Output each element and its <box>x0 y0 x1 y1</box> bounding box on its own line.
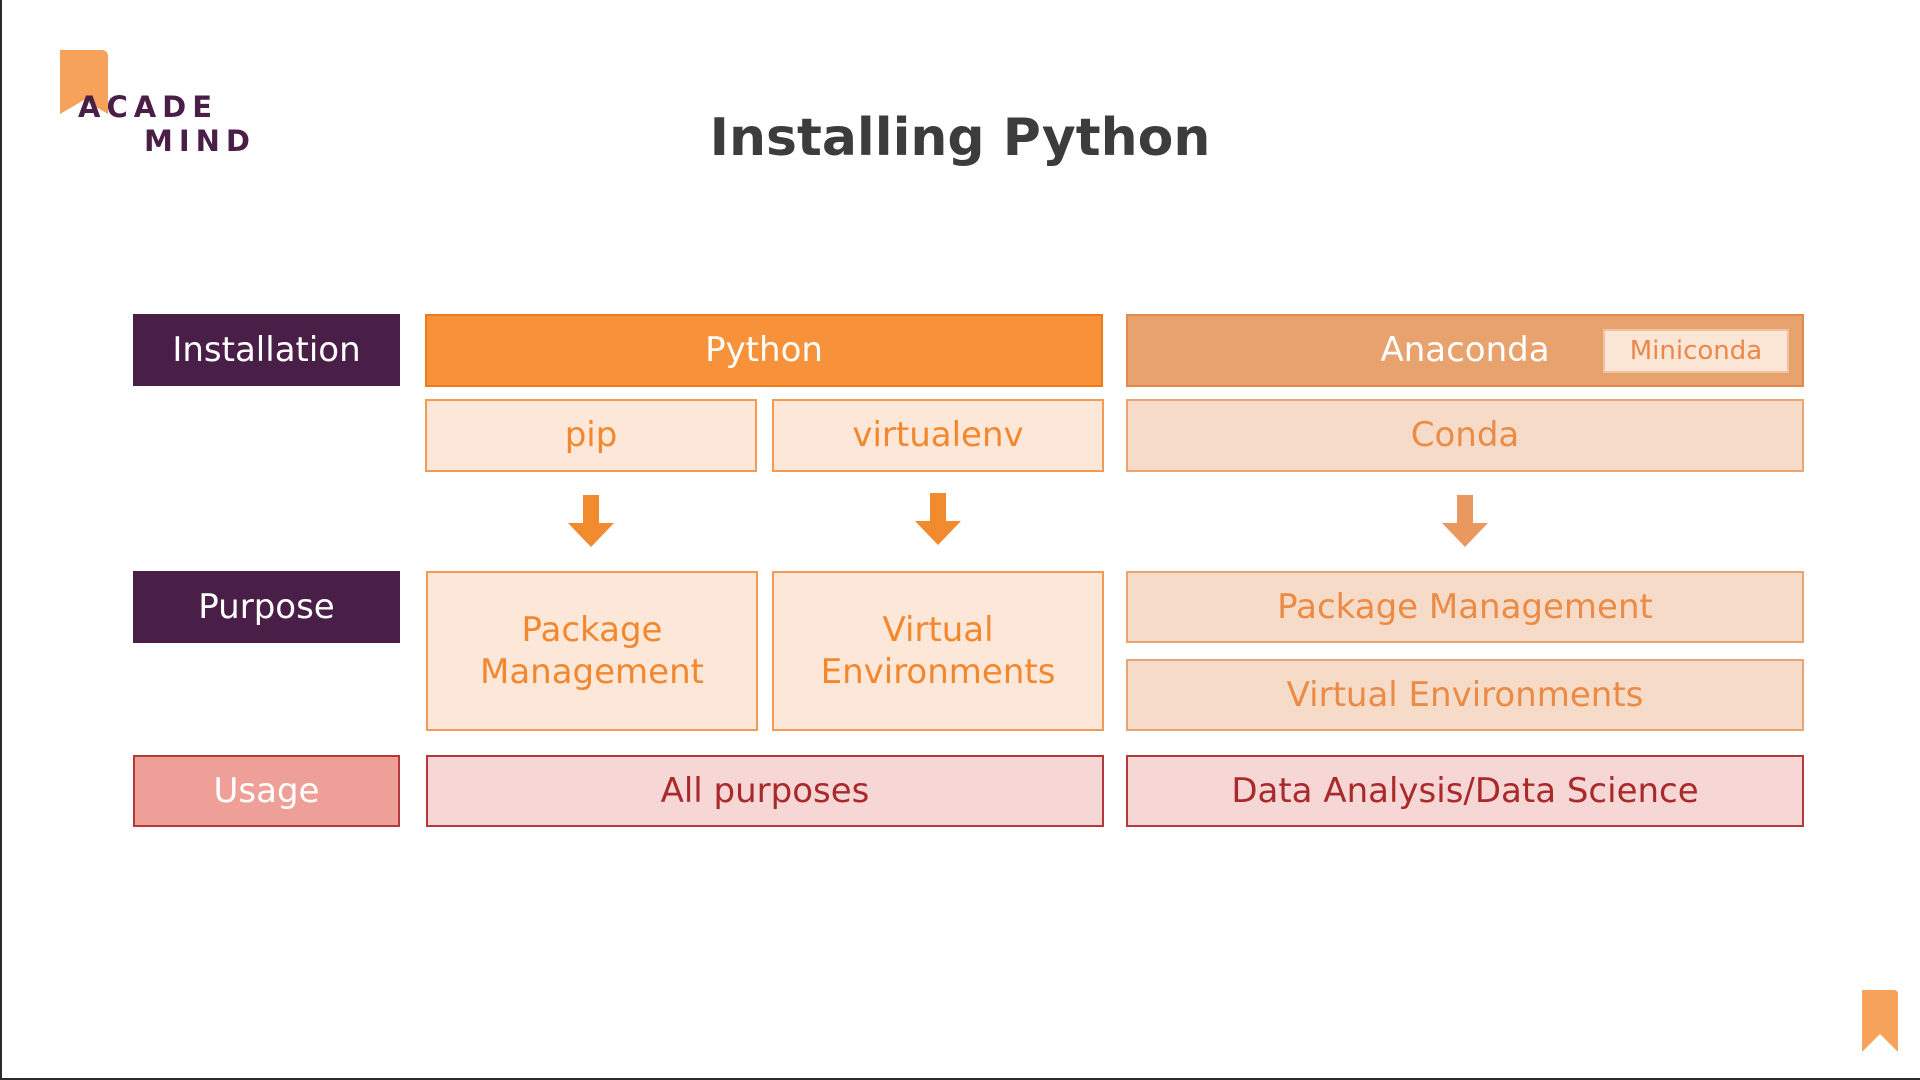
python-purpose-virtual-environments: Virtual Environments <box>772 571 1104 731</box>
frame-bottom-border <box>0 1078 1920 1080</box>
anaconda-purpose-package-management: Package Management <box>1126 571 1804 643</box>
python-purpose-package-management: Package Management <box>426 571 758 731</box>
academind-logo: ACADE MIND <box>54 46 256 158</box>
anaconda-usage-box: Data Analysis/Data Science <box>1126 755 1804 827</box>
corner-bookmark-icon <box>1862 990 1898 1052</box>
anaconda-header: Anaconda <box>1126 314 1804 387</box>
row-label-usage: Usage <box>133 755 400 827</box>
row-label-purpose: Purpose <box>133 571 400 643</box>
miniconda-badge: Miniconda <box>1603 329 1789 373</box>
page-title: Installing Python <box>709 108 1211 168</box>
bookmark-icon <box>60 50 108 114</box>
arrow-down-virtualenv <box>915 493 961 545</box>
pip-box: pip <box>425 399 757 472</box>
python-header: Python <box>425 314 1103 387</box>
frame-left-border <box>0 0 2 1080</box>
virtualenv-box: virtualenv <box>772 399 1104 472</box>
python-purpose-virtual-environments-label: Virtual Environments <box>820 609 1056 693</box>
logo-text-line1: ACADE <box>78 90 219 124</box>
arrow-down-conda <box>1442 495 1488 547</box>
logo-text-line2: MIND <box>144 124 256 158</box>
anaconda-header-label: Anaconda <box>1380 330 1550 371</box>
arrow-down-pip <box>568 495 614 547</box>
anaconda-purpose-virtual-environments: Virtual Environments <box>1126 659 1804 731</box>
python-usage-box: All purposes <box>426 755 1104 827</box>
conda-box: Conda <box>1126 399 1804 472</box>
row-label-installation: Installation <box>133 314 400 386</box>
python-purpose-package-management-label: Package Management <box>480 609 704 693</box>
